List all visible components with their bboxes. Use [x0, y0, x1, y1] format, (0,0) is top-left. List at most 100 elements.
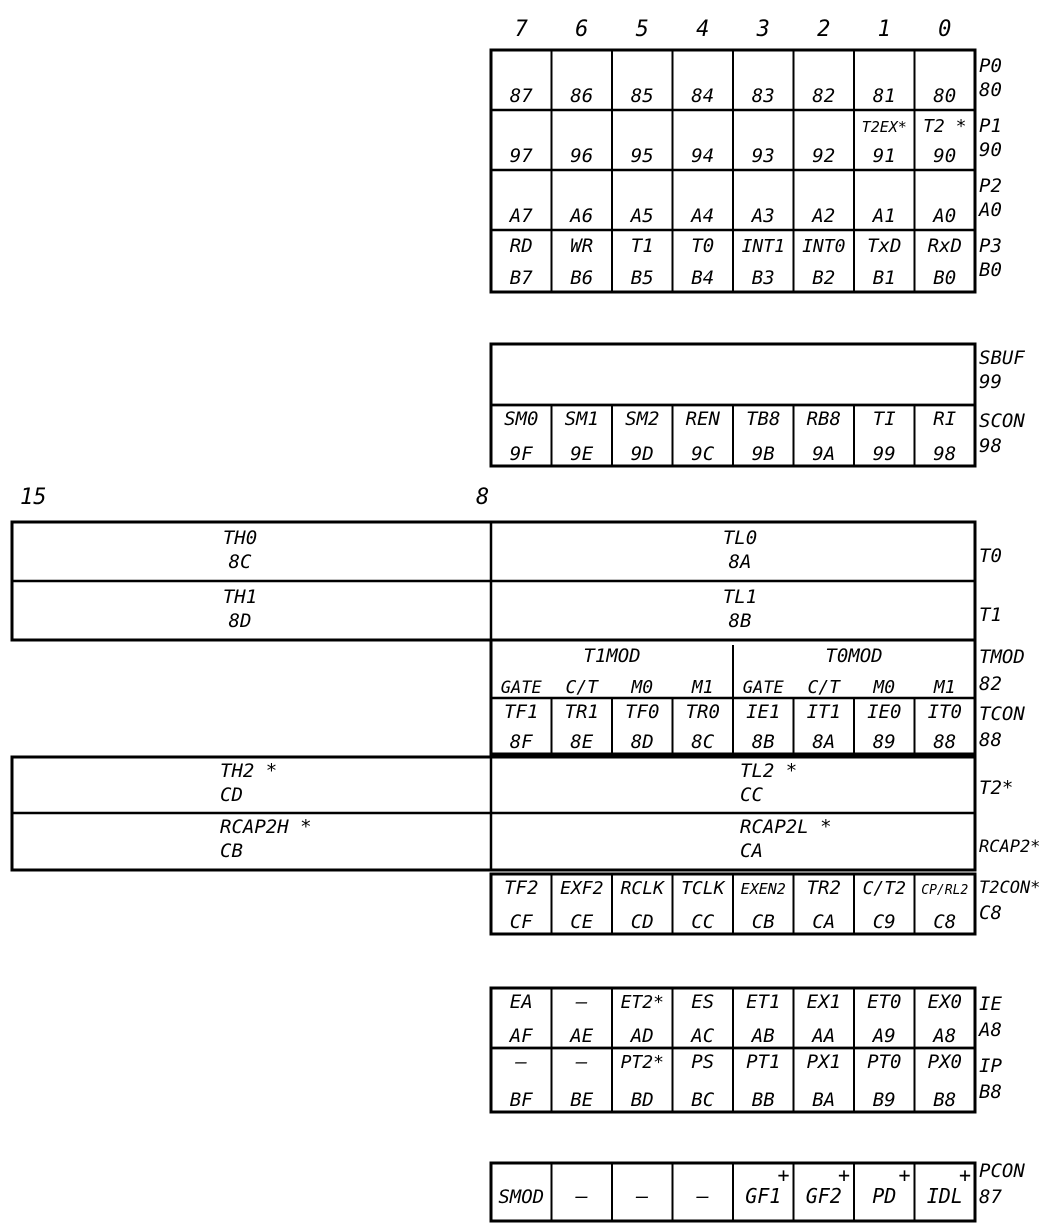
port-name: P3 [979, 235, 1002, 257]
tcon-bit-name: TF0 [625, 701, 659, 723]
tmod-bit-name: C/T [807, 677, 841, 698]
port-bit-address: A7 [509, 205, 533, 227]
scon-bit-name: TB8 [746, 408, 780, 430]
bit-number: 4 [696, 17, 709, 42]
t2con-address: C8 [979, 902, 1002, 924]
timer2-low-address: CC [740, 784, 763, 806]
scon-address: 98 [979, 435, 1002, 457]
tcon-bit-address: 8F [510, 731, 533, 753]
tcon-bit-address: 8E [570, 731, 593, 753]
pcon-bit-name: – [575, 1184, 588, 1208]
ip-bit-address: BD [631, 1089, 654, 1111]
port-bit-name: RxD [928, 235, 962, 257]
pcon-name: PCON [979, 1160, 1025, 1182]
bit-number: 0 [938, 17, 951, 42]
ip-bit-name: PT2* [621, 1052, 664, 1073]
scon-bit-address: 9D [631, 443, 654, 465]
port-bit-name: T2 * [923, 116, 966, 137]
tmod-bit-name: M1 [933, 677, 956, 698]
t2con-bit-address: CF [510, 911, 533, 933]
ie-address: A8 [978, 1019, 1002, 1041]
port-bit-address: 97 [510, 145, 533, 167]
port-bit-address: A1 [872, 205, 896, 227]
tmod-bit-name: GATE [743, 678, 785, 698]
scon-bit-address: 9F [510, 443, 533, 465]
port-bit-address: A3 [751, 205, 775, 227]
wide-bit-number: 8 [476, 485, 489, 510]
pcon-bit-name: GF1 [745, 1184, 781, 1208]
scon-bit-name: TI [873, 408, 896, 430]
scon-bit-name: REN [686, 408, 721, 430]
timer2-low-name: RCAP2L * [740, 816, 832, 838]
port-bit-address: 91 [873, 145, 896, 167]
pcon-plus-mark: + [777, 1163, 789, 1187]
port-address: 90 [979, 139, 1002, 161]
ip-bit-address: BB [752, 1089, 775, 1111]
ie-bit-name: ET0 [867, 991, 901, 1013]
ip-bit-address: BC [691, 1089, 714, 1111]
port-bit-name: WR [570, 235, 593, 257]
port-bit-address: A6 [569, 205, 593, 227]
t2con-bit-name: TR2 [807, 877, 841, 899]
ie-bit-name: ES [691, 991, 714, 1013]
port-address: 80 [979, 79, 1002, 101]
port-bit-address: B4 [691, 267, 714, 289]
port-bit-address: A0 [932, 205, 956, 227]
tcon-name: TCON [979, 703, 1025, 725]
port-bit-address: A4 [690, 205, 714, 227]
timer-low-address: 8A [729, 551, 752, 573]
t2con-bit-address: C9 [873, 911, 896, 933]
bit-number: 7 [515, 17, 529, 42]
tcon-bit-name: IT1 [807, 701, 841, 723]
ie-bit-address: AC [690, 1025, 714, 1047]
ip-bit-address: B8 [933, 1089, 956, 1111]
port-bit-name: INT1 [742, 236, 785, 257]
ie-bit-name: EX0 [928, 991, 962, 1013]
tmod-group-label: T0MOD [825, 645, 882, 667]
ie-bit-name: ET2* [621, 992, 664, 1013]
ie-name: IE [979, 993, 1002, 1015]
ie-bit-address: AA [811, 1025, 835, 1047]
tmod-name: TMOD [979, 646, 1025, 668]
pcon-bit-name: SMOD [498, 1186, 544, 1208]
port-name: P2 [979, 175, 1002, 197]
scon-bit-address: 9B [752, 443, 775, 465]
port-bit-address: 81 [873, 85, 896, 107]
scon-bit-name: RI [933, 408, 956, 430]
pcon-plus-mark: + [838, 1163, 850, 1187]
port-bit-address: 82 [812, 85, 835, 107]
timer-low-address: 8B [729, 610, 752, 632]
ip-bit-name: PX1 [807, 1051, 841, 1073]
port-address: A0 [978, 199, 1002, 221]
sbuf-address: 99 [979, 371, 1002, 393]
ie-bit-address: AB [751, 1025, 775, 1047]
bit-number: 5 [636, 17, 649, 42]
ip-bit-name: PS [691, 1051, 714, 1073]
port-name: P0 [979, 55, 1002, 77]
port-bit-address: B3 [752, 267, 775, 289]
pcon-bit-name: – [635, 1184, 648, 1208]
t2con-bit-name: EXF2 [560, 878, 603, 899]
pcon-bit-name: – [696, 1184, 709, 1208]
scon-bit-address: 9A [812, 443, 835, 465]
timer2-high-name: TH2 * [220, 760, 277, 782]
timer-high-address: 8D [229, 610, 252, 632]
timer-high-name: TH1 [223, 586, 257, 608]
pcon-bit-name: GF2 [806, 1184, 842, 1208]
port-bit-name: T1 [631, 235, 654, 257]
t2con-bit-name: CP/RL2 [921, 883, 968, 898]
tmod-address: 82 [979, 673, 1002, 695]
ie-bit-address: A9 [872, 1025, 896, 1047]
ip-bit-name: PT1 [746, 1051, 780, 1073]
scon-bit-address: 99 [873, 443, 896, 465]
tcon-bit-address: 8D [631, 731, 654, 753]
tmod-bit-name: GATE [501, 678, 543, 698]
timer-high-name: TH0 [223, 527, 257, 549]
port-bit-address: 94 [691, 145, 714, 167]
tcon-bit-name: IE1 [746, 701, 780, 723]
port-bit-name: T0 [691, 235, 714, 257]
timer2-low-address: CA [740, 840, 763, 862]
port-bit-name: RD [510, 235, 533, 257]
t2con-bit-address: CE [570, 911, 593, 933]
